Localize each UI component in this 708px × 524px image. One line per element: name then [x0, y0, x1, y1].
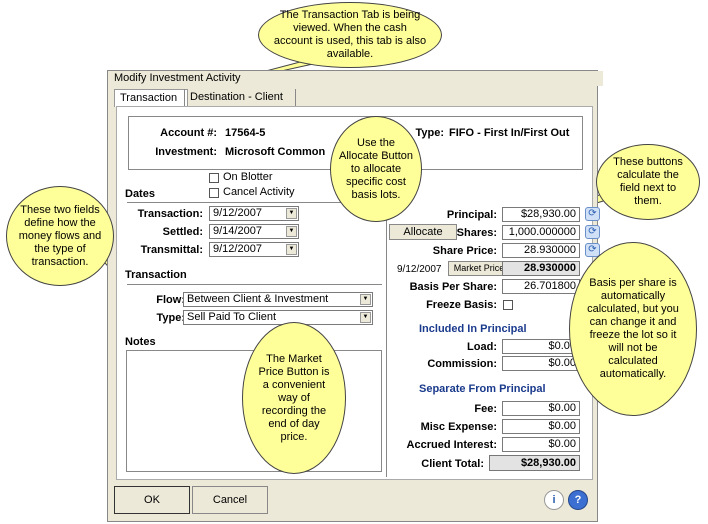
basis-per-share-field[interactable]: 26.701800	[502, 279, 580, 294]
callout-allocate-button: Use the Allocate Button to allocate spec…	[330, 116, 422, 222]
ok-button[interactable]: OK	[114, 486, 190, 514]
basis-per-share-label: Basis Per Share:	[409, 281, 497, 293]
settled-date-field[interactable]: 9/14/2007 ▼	[209, 224, 299, 239]
transaction-section-title: Transaction	[125, 269, 187, 281]
load-label: Load:	[467, 341, 497, 353]
transaction-date-value: 9/12/2007	[213, 207, 262, 219]
included-in-principal-title: Included In Principal	[419, 323, 527, 335]
chevron-down-icon[interactable]: ▼	[360, 312, 371, 323]
market-price-date: 9/12/2007	[397, 264, 442, 275]
lot-type-value: FIFO - First In/First Out	[449, 127, 570, 139]
commission-field[interactable]: $0.00	[502, 356, 580, 371]
callout-flow-type-fields: These two fields define how the money fl…	[6, 186, 114, 286]
freeze-basis-label: Freeze Basis:	[426, 299, 497, 311]
window-title: Modify Investment Activity	[108, 71, 603, 86]
notes-section-title: Notes	[125, 336, 156, 348]
separate-from-principal-title: Separate From Principal	[419, 383, 546, 395]
commission-label: Commission:	[427, 358, 497, 370]
account-number-label: Account #:	[160, 127, 217, 139]
settled-date-label: Settled:	[162, 226, 203, 238]
misc-expense-field[interactable]: $0.00	[502, 419, 580, 434]
shares-label: Shares:	[456, 227, 497, 239]
transmittal-date-label: Transmittal:	[140, 244, 203, 256]
cancel-activity-checkbox[interactable]	[209, 188, 219, 198]
transaction-date-field[interactable]: 9/12/2007 ▼	[209, 206, 299, 221]
investment-name: Microsoft Common	[225, 146, 326, 158]
chevron-down-icon[interactable]: ▼	[286, 208, 297, 219]
column-divider	[386, 173, 387, 477]
account-number: 17564-5	[225, 127, 266, 139]
help-icon[interactable]: ?	[568, 490, 588, 510]
chevron-down-icon[interactable]: ▼	[286, 226, 297, 237]
calculate-share-price-icon[interactable]: ⟳	[585, 243, 600, 257]
chevron-down-icon[interactable]: ▼	[360, 294, 371, 305]
cancel-button[interactable]: Cancel	[192, 486, 268, 514]
accrued-interest-label: Accrued Interest:	[406, 439, 497, 451]
callout-basis-per-share: Basis per share is automatically calcula…	[569, 242, 697, 416]
callout-calculate-buttons: These buttons calculate the field next t…	[596, 144, 700, 220]
investment-label: Investment:	[155, 146, 217, 158]
principal-label: Principal:	[446, 209, 497, 221]
type-value: Sell Paid To Client	[187, 311, 277, 323]
allocate-button[interactable]: Allocate	[389, 224, 457, 240]
on-blotter-checkbox[interactable]	[209, 173, 219, 183]
transaction-panel: Account #: 17564-5 Investment: Microsoft…	[116, 106, 600, 480]
on-blotter-label: On Blotter	[223, 171, 273, 183]
dates-section-title: Dates	[125, 188, 155, 200]
dates-divider	[127, 202, 382, 203]
transaction-divider	[127, 284, 382, 285]
flow-value: Between Client & Investment	[187, 293, 329, 305]
share-price-label: Share Price:	[432, 245, 497, 257]
cancel-activity-label: Cancel Activity	[223, 186, 295, 198]
shares-field[interactable]: 1,000.000000	[502, 225, 580, 240]
accrued-interest-field[interactable]: $0.00	[502, 437, 580, 452]
client-total-value: $28,930.00	[489, 455, 580, 471]
flow-label: Flow:	[156, 294, 185, 306]
freeze-basis-checkbox[interactable]	[503, 300, 513, 310]
load-field[interactable]: $0.00	[502, 339, 580, 354]
fee-field[interactable]: $0.00	[502, 401, 580, 416]
share-price-field[interactable]: 28.930000	[502, 243, 580, 258]
settled-date-value: 9/14/2007	[213, 225, 262, 237]
type-select[interactable]: Sell Paid To Client ▼	[183, 310, 373, 325]
callout-market-price-button: The Market Price Button is a convenient …	[242, 322, 346, 474]
market-price-button[interactable]: Market Price	[448, 261, 510, 276]
type-label: Type:	[156, 312, 185, 324]
flow-select[interactable]: Between Client & Investment ▼	[183, 292, 373, 307]
fee-label: Fee:	[474, 403, 497, 415]
client-total-label: Client Total:	[421, 458, 484, 470]
market-price-value: 28.930000	[502, 261, 580, 276]
calculate-shares-icon[interactable]: ⟳	[585, 225, 600, 239]
calculate-principal-icon[interactable]: ⟳	[585, 207, 600, 221]
transaction-date-label: Transaction:	[137, 208, 203, 220]
transmittal-date-field[interactable]: 9/12/2007 ▼	[209, 242, 299, 257]
info-icon[interactable]: i	[544, 490, 564, 510]
lot-type-label: Type:	[415, 127, 444, 139]
tab-transaction[interactable]: Transaction	[114, 89, 188, 107]
misc-expense-label: Misc Expense:	[420, 421, 497, 433]
principal-field[interactable]: $28,930.00	[502, 207, 580, 222]
tab-destination-client[interactable]: Destination - Client	[184, 89, 296, 106]
chevron-down-icon[interactable]: ▼	[286, 244, 297, 255]
transmittal-date-value: 9/12/2007	[213, 243, 262, 255]
callout-transaction-tab: The Transaction Tab is being viewed. Whe…	[258, 2, 442, 68]
